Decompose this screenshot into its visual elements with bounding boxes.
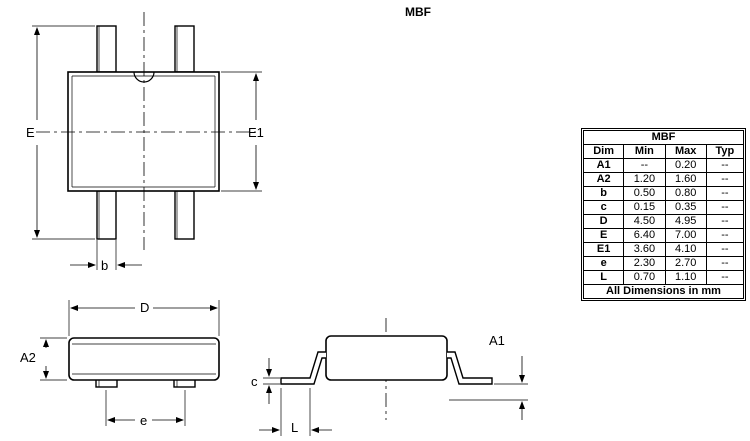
label-L: L bbox=[291, 420, 298, 435]
label-A2: A2 bbox=[20, 350, 36, 365]
header-dim: Dim bbox=[582, 144, 625, 159]
cell-max: 4.95 bbox=[664, 214, 707, 229]
side-body bbox=[68, 337, 220, 381]
label-E1: E1 bbox=[248, 125, 264, 140]
label-b: b bbox=[101, 258, 108, 273]
table-title-row: MBF bbox=[583, 130, 744, 145]
cell-dim: L bbox=[582, 270, 625, 285]
cell-min: 2.30 bbox=[623, 256, 666, 271]
table-footer-row: All Dimensions in mm bbox=[583, 284, 744, 299]
top-lead-1 bbox=[96, 25, 117, 73]
cell-typ: -- bbox=[705, 172, 745, 187]
label-c: c bbox=[251, 374, 258, 389]
cell-typ: -- bbox=[705, 186, 745, 201]
cell-max: 0.80 bbox=[664, 186, 707, 201]
cell-typ: -- bbox=[705, 242, 745, 257]
top-lead-4 bbox=[174, 190, 195, 240]
top-lead-2 bbox=[174, 25, 195, 73]
side-view bbox=[40, 300, 220, 426]
label-D: D bbox=[140, 300, 149, 315]
table-row: A1--0.20-- bbox=[582, 158, 745, 173]
cell-min: 0.50 bbox=[623, 186, 666, 201]
label-e: e bbox=[140, 413, 147, 428]
table-title: MBF bbox=[583, 130, 744, 145]
end-body bbox=[325, 335, 448, 381]
top-lead-3 bbox=[96, 190, 117, 240]
cell-typ: -- bbox=[705, 200, 745, 215]
cell-dim: c bbox=[582, 200, 625, 215]
header-typ: Typ bbox=[705, 144, 745, 159]
cell-min: 3.60 bbox=[623, 242, 666, 257]
cell-typ: -- bbox=[705, 270, 745, 285]
cell-min: 1.20 bbox=[623, 172, 666, 187]
cell-typ: -- bbox=[705, 214, 745, 229]
end-view bbox=[259, 318, 528, 436]
package-title: MBF bbox=[405, 5, 431, 19]
top-body bbox=[67, 71, 220, 192]
cell-max: 0.35 bbox=[664, 200, 707, 215]
cell-min: 6.40 bbox=[623, 228, 666, 243]
table-footer: All Dimensions in mm bbox=[583, 284, 744, 299]
cell-dim: b bbox=[582, 186, 625, 201]
cell-dim: A1 bbox=[582, 158, 625, 173]
cell-min: 4.50 bbox=[623, 214, 666, 229]
header-min: Min bbox=[623, 144, 666, 159]
header-max: Max bbox=[664, 144, 707, 159]
cell-max: 1.60 bbox=[664, 172, 707, 187]
top-view bbox=[32, 12, 262, 270]
cell-dim: D bbox=[582, 214, 625, 229]
cell-max: 1.10 bbox=[664, 270, 707, 285]
cell-max: 2.70 bbox=[664, 256, 707, 271]
label-E: E bbox=[26, 125, 35, 140]
cell-typ: -- bbox=[705, 256, 745, 271]
label-A1: A1 bbox=[489, 333, 505, 348]
cell-max: 7.00 bbox=[664, 228, 707, 243]
cell-min: 0.15 bbox=[623, 200, 666, 215]
cell-dim: E1 bbox=[582, 242, 625, 257]
cell-max: 4.10 bbox=[664, 242, 707, 257]
cell-max: 0.20 bbox=[664, 158, 707, 173]
cell-min: 0.70 bbox=[623, 270, 666, 285]
cell-dim: A2 bbox=[582, 172, 625, 187]
end-lead-right bbox=[447, 351, 493, 385]
cell-typ: -- bbox=[705, 158, 745, 173]
end-lead-left bbox=[280, 351, 326, 385]
cell-min: -- bbox=[623, 158, 666, 173]
cell-dim: E bbox=[582, 228, 625, 243]
cell-dim: e bbox=[582, 256, 625, 271]
table-header-row: Dim Min Max Typ bbox=[582, 144, 745, 159]
cell-typ: -- bbox=[705, 228, 745, 243]
